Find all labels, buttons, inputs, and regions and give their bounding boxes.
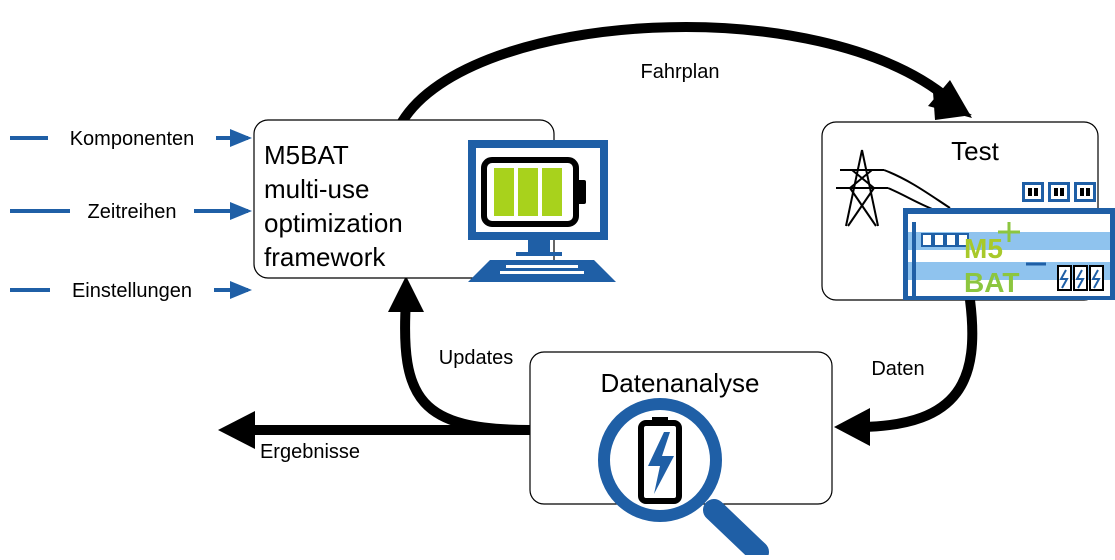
optimizer-line-2: multi-use xyxy=(264,174,369,204)
analysis-box: Datenanalyse xyxy=(529,351,833,560)
input-komponenten: Komponenten xyxy=(10,126,252,150)
optimizer-box: M5BAT multi-use optimization framework xyxy=(253,119,616,282)
input-label-einstellungen: Einstellungen xyxy=(72,280,192,302)
optimizer-line-3: optimization xyxy=(264,208,403,238)
input-label-komponenten: Komponenten xyxy=(70,128,195,150)
results-label: Ergebnisse xyxy=(260,441,360,463)
computer-battery-icon xyxy=(468,140,616,282)
power-pylon-icon xyxy=(836,149,951,227)
schedule-label: Fahrplan xyxy=(641,61,720,83)
test-box: Test xyxy=(821,121,1115,301)
optimizer-line-4: framework xyxy=(264,242,386,272)
test-title: Test xyxy=(951,136,999,166)
schedule-arrow xyxy=(397,22,972,125)
updates-label: Updates xyxy=(439,347,514,369)
analysis-title: Datenanalyse xyxy=(601,368,760,398)
optimizer-line-1: M5BAT xyxy=(264,140,349,170)
input-label-zeitreihen: Zeitreihen xyxy=(88,201,177,223)
input-zeitreihen: Zeitreihen xyxy=(10,199,252,223)
results-arrow xyxy=(218,411,530,449)
battery-rack-icons xyxy=(1022,182,1096,202)
logo-m5: M5 xyxy=(964,233,1003,264)
magnifier-battery-icon xyxy=(598,398,769,560)
data-label: Daten xyxy=(871,358,924,380)
data-arrow xyxy=(834,299,978,446)
input-einstellungen: Einstellungen xyxy=(10,278,252,302)
logo-bat: BAT xyxy=(964,267,1019,298)
m5bat-building-icon: M5 BAT xyxy=(903,208,1115,300)
